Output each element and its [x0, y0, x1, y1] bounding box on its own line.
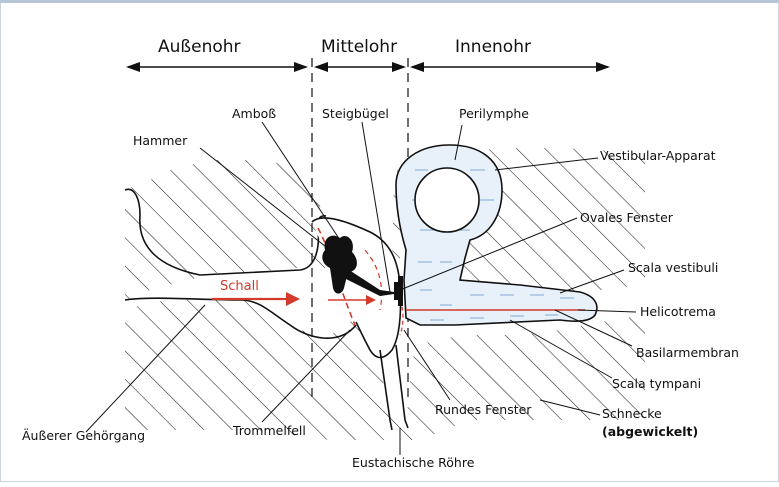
label-schall: Schall	[220, 279, 259, 294]
label-trommelfell: Trommelfell	[232, 423, 306, 438]
label-hammer: Hammer	[133, 133, 188, 148]
region-label-outer-ear: Außenohr	[158, 37, 241, 57]
vestibular-ring	[415, 168, 479, 232]
label-ovales-fenster: Ovales Fenster	[580, 210, 674, 225]
label-schnecke-abgewickelt: (abgewickelt)	[602, 424, 698, 439]
label-vestibular-apparat: Vestibular-Apparat	[600, 148, 716, 163]
label-perilymphe: Perilymphe	[459, 106, 529, 121]
region-arrows	[126, 62, 610, 72]
label-aeusserer-gehoergang: Äußerer Gehörgang	[22, 428, 145, 443]
label-rundes-fenster: Rundes Fenster	[435, 402, 532, 417]
label-scala-tympani: Scala tympani	[612, 376, 701, 391]
label-scala-vestibuli: Scala vestibuli	[628, 260, 718, 275]
label-amboss: Amboß	[232, 106, 276, 121]
region-label-inner-ear: Innenohr	[455, 37, 531, 57]
region-label-middle-ear: Mittelohr	[321, 37, 397, 57]
label-basilarmembran: Basilarmembran	[636, 345, 739, 360]
label-eustachische-roehre: Eustachische Röhre	[352, 455, 475, 470]
label-schnecke: Schnecke	[602, 406, 662, 421]
label-steigbuegel: Steigbügel	[322, 106, 389, 121]
label-helicotrema: Helicotrema	[640, 304, 716, 319]
